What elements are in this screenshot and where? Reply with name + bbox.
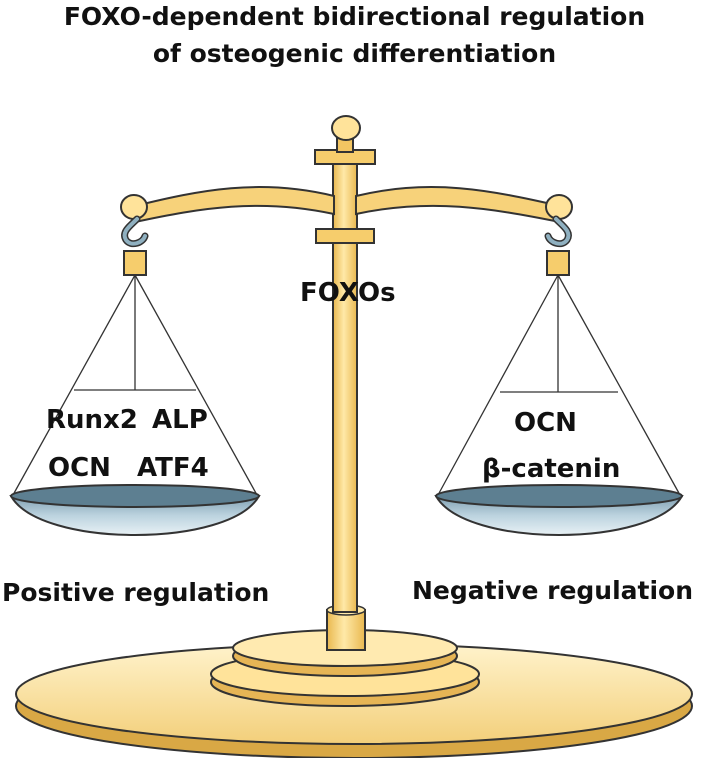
left-pan [9, 484, 261, 536]
positive-regulation-caption: Positive regulation [2, 578, 270, 607]
left-label-atf4: ATF4 [137, 453, 209, 483]
scale-beam [120, 186, 573, 224]
left-label-ocn: OCN [48, 453, 111, 483]
left-strings [12, 274, 258, 496]
center-label-foxos: FOXOs [300, 278, 396, 308]
right-label-beta-catenin: β-catenin [482, 454, 621, 484]
negative-regulation-caption: Negative regulation [412, 576, 694, 605]
scale-base [15, 604, 693, 758]
left-label-runx2: Runx2 [46, 405, 138, 435]
left-label-alp: ALP [152, 405, 208, 435]
right-pan [434, 484, 684, 536]
right-label-ocn: OCN [514, 408, 577, 438]
right-hook [544, 215, 572, 276]
center-pillar [314, 115, 376, 613]
title-line-2: of osteogenic differentiation [152, 39, 557, 68]
left-hook [121, 215, 149, 276]
title-line-1: FOXO-dependent bidirectional regulation [63, 2, 646, 31]
right-strings [437, 274, 681, 496]
